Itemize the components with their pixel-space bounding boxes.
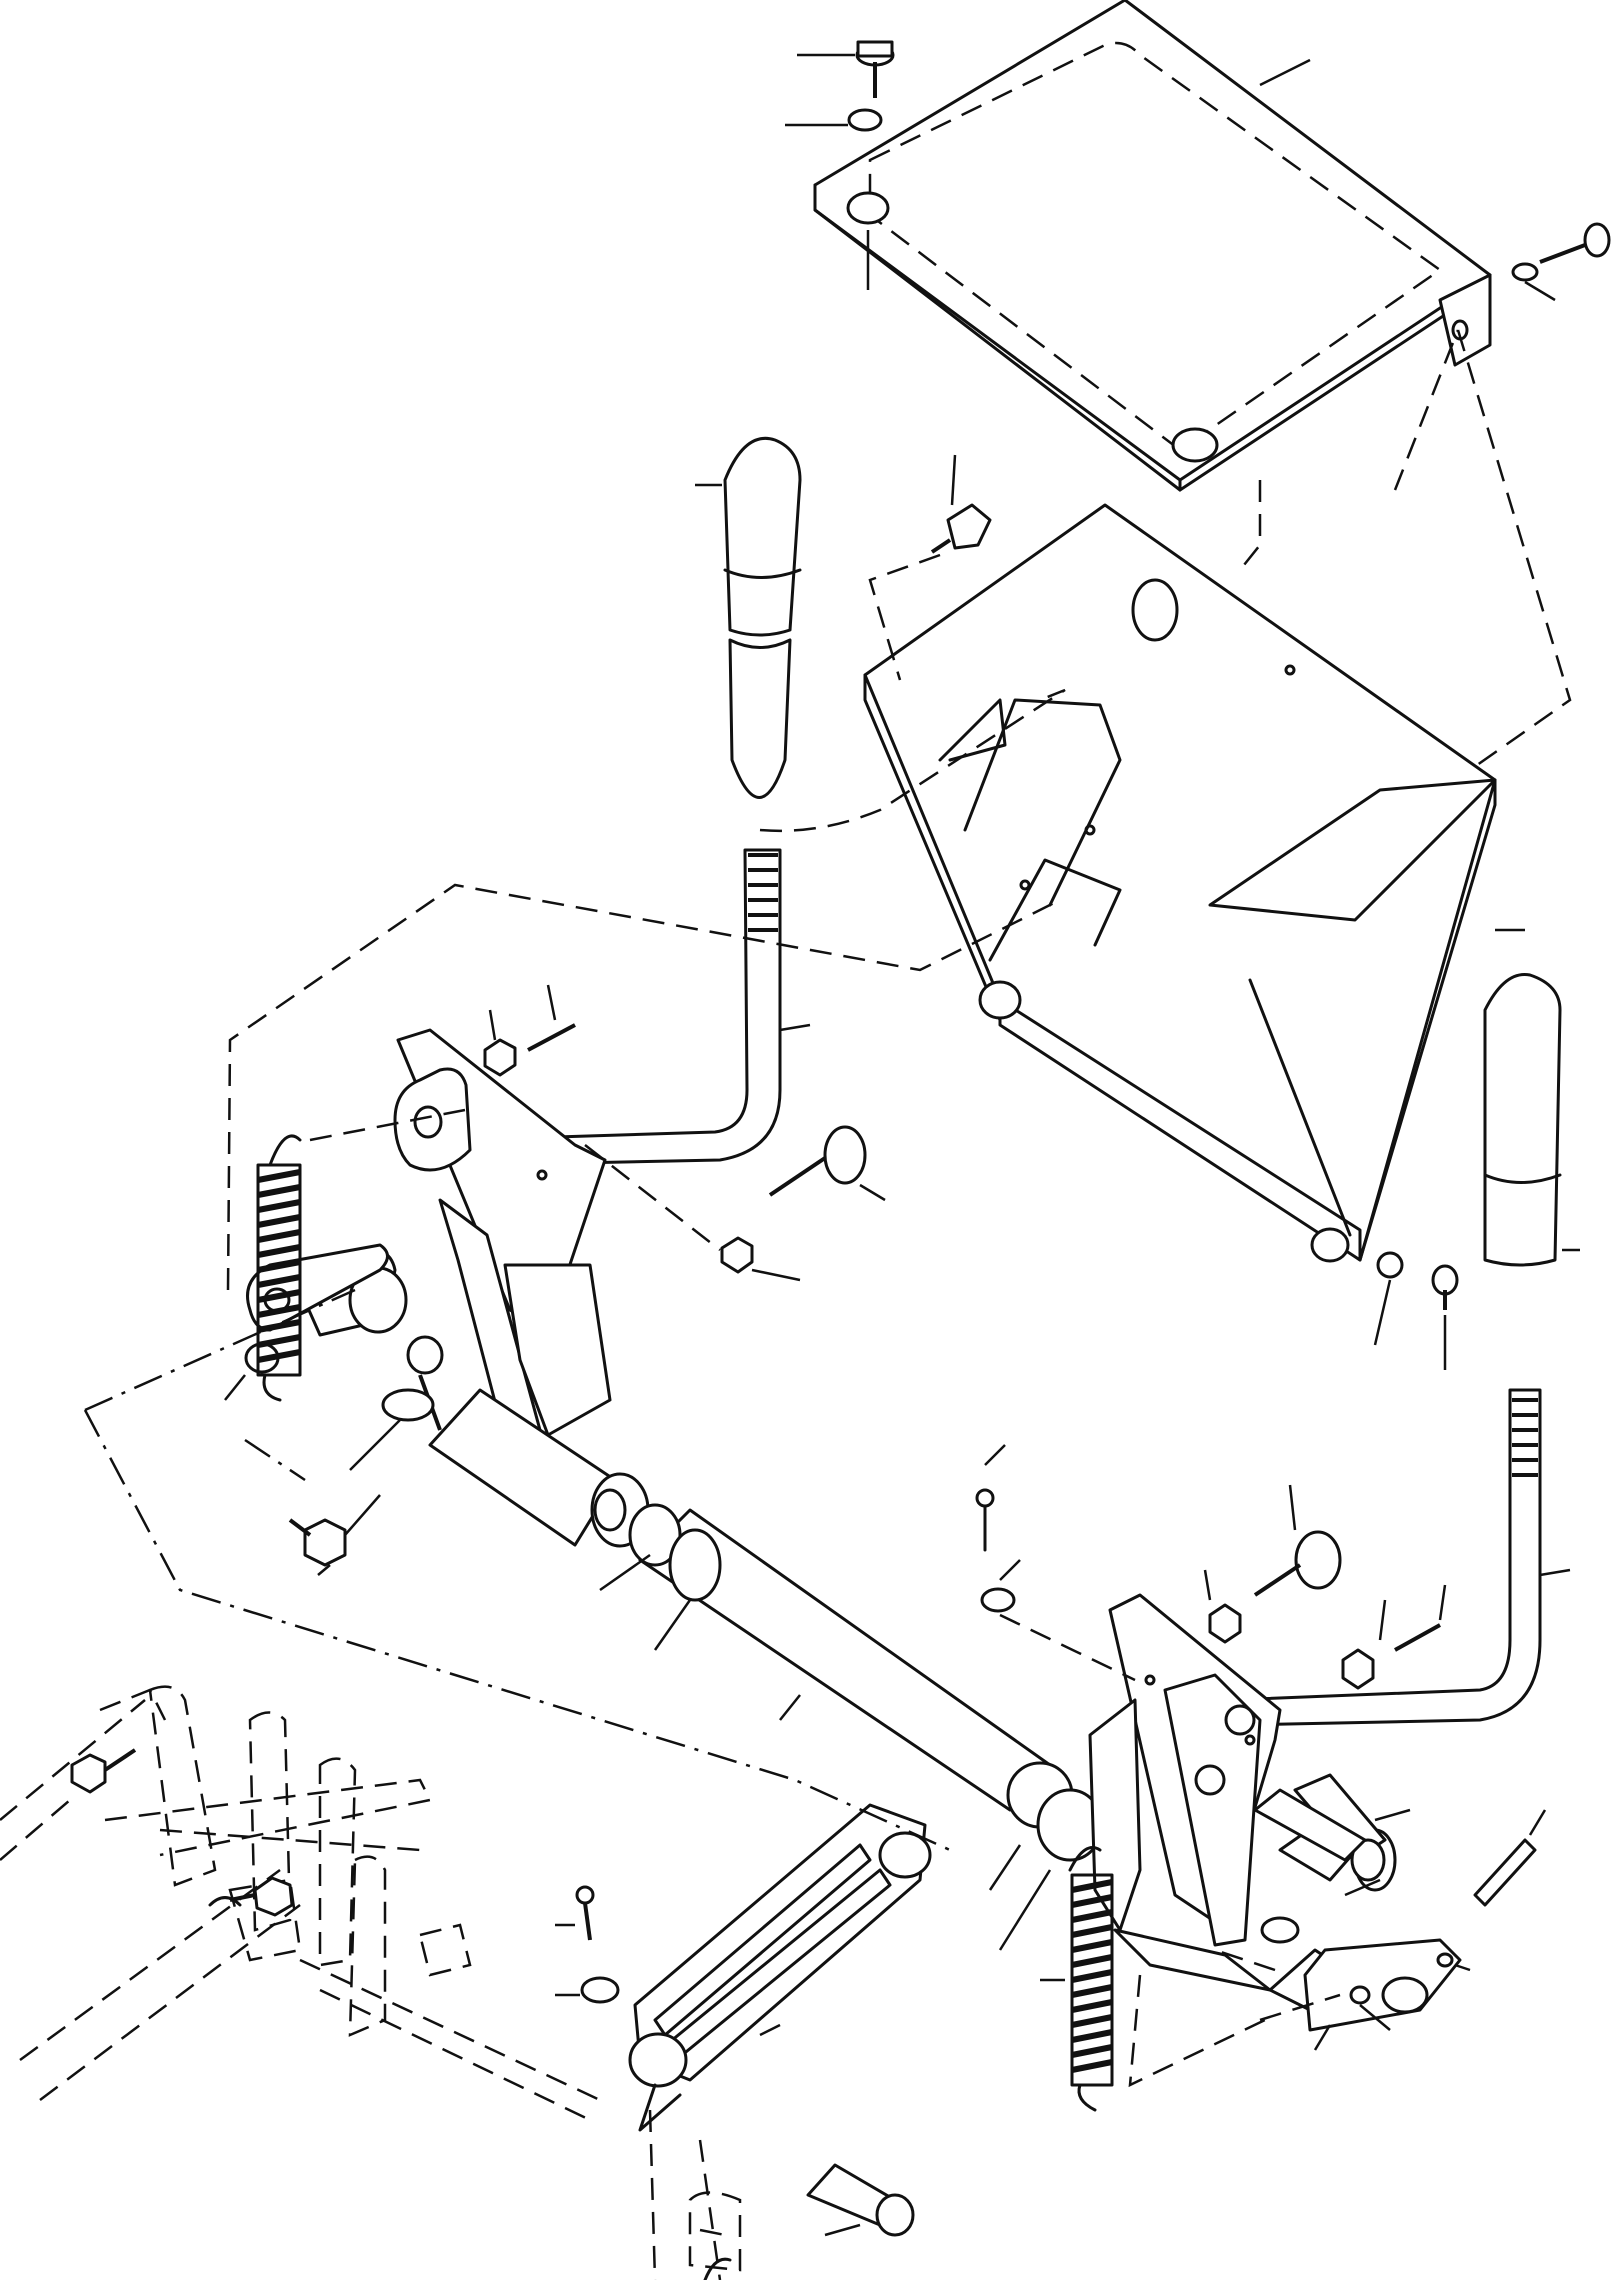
clevis-link xyxy=(628,1803,932,2132)
adjust-knob-right xyxy=(1203,1484,1447,1690)
lever-plate-left xyxy=(393,1028,612,1442)
lever-right xyxy=(1228,1388,1571,1727)
cross-shaft xyxy=(344,1388,1104,1951)
spring-right xyxy=(1040,1846,1114,2112)
cover-screw xyxy=(797,40,895,98)
bracket-side-screw xyxy=(1373,1264,1459,1370)
adjust-knob-left xyxy=(720,1125,886,1282)
cover-lock-washer xyxy=(785,108,883,132)
cover-plate xyxy=(813,0,1492,492)
pivot-bolt-left xyxy=(288,1518,347,1576)
right-pivot xyxy=(1260,1813,1471,2051)
knob-left xyxy=(695,437,802,799)
right-top-pin xyxy=(975,1444,1021,1613)
bracket-washer xyxy=(1376,1251,1404,1279)
clevis-pin xyxy=(806,1788,1367,2237)
adjust-nut-left xyxy=(483,984,576,1077)
lever-box-bracket xyxy=(863,503,1525,1263)
cover-side-screw xyxy=(1511,222,1611,302)
cotter-pin xyxy=(555,1885,620,2004)
phantom-linkage xyxy=(0,1685,742,2280)
bracket-bolt xyxy=(868,454,992,681)
lever-left xyxy=(458,848,811,1167)
spring-left xyxy=(256,1134,302,1402)
knob-right xyxy=(1483,972,1580,1267)
phantom-fitting-left xyxy=(70,1748,294,1917)
